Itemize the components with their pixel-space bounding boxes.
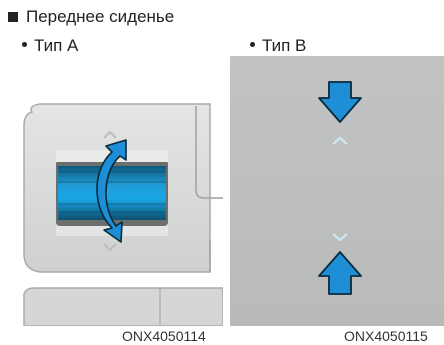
type-a-label: Тип A — [22, 36, 78, 56]
type-b-label-text: Тип B — [262, 36, 307, 55]
figure-code-a: ONX4050114 — [122, 328, 206, 344]
square-bullet-icon — [8, 12, 18, 22]
arrow-down-icon — [318, 81, 362, 123]
type-b-label: Тип B — [250, 36, 306, 56]
chevron-up-icon — [332, 136, 348, 145]
chevron-down-icon — [103, 243, 117, 252]
chevron-down-icon — [332, 233, 348, 242]
arrow-up-icon — [318, 251, 362, 295]
illustration-type-b — [230, 0, 444, 326]
panel-b-header-area — [230, 0, 444, 56]
bullet-icon — [22, 42, 27, 48]
figure-code-b: ONX4050115 — [344, 328, 428, 344]
section-heading: Переднее сиденье — [8, 6, 174, 28]
rotate-arrow-icon — [96, 139, 127, 243]
chevron-up-icon — [103, 130, 117, 139]
section-title: Переднее сиденье — [26, 7, 175, 26]
bullet-icon — [250, 42, 255, 48]
type-a-drawing — [0, 92, 223, 326]
type-a-label-text: Тип A — [34, 36, 79, 55]
type-b-drawing — [318, 81, 362, 295]
illustration-type-a — [0, 0, 223, 326]
